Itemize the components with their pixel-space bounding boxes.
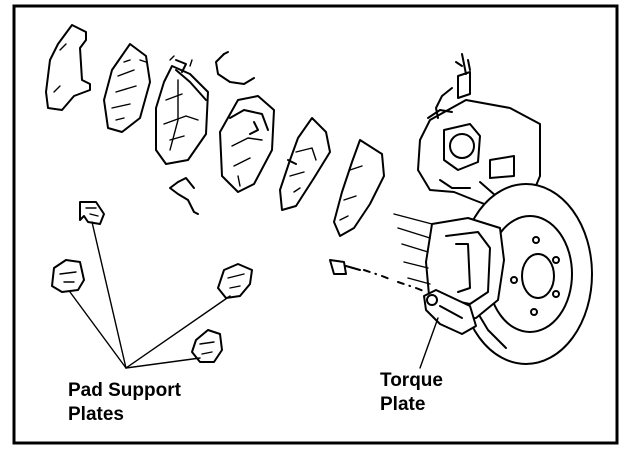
pad-wear-indicator-top xyxy=(215,51,255,85)
anti-squeal-shim-3 xyxy=(279,117,331,211)
pad-support-leader-lines xyxy=(69,221,231,369)
pad-support-plate-3 xyxy=(217,263,253,299)
caliper-bracket xyxy=(417,99,541,211)
anti-squeal-shim-inner xyxy=(103,43,151,133)
pad-support-plates-label-line1: Pad Support xyxy=(68,380,182,401)
torque-plate xyxy=(423,289,477,335)
diagram-frame xyxy=(12,4,619,445)
torque-plate-label-line1: Torque xyxy=(380,370,443,391)
outer-brake-pad xyxy=(155,55,209,165)
anti-squeal-shim-outer xyxy=(45,24,91,111)
pad-support-plate-2 xyxy=(51,259,85,293)
pad-wear-indicator-bottom xyxy=(169,177,199,215)
torque-plate-label-line2: Plate xyxy=(380,394,425,415)
inner-brake-pad xyxy=(219,95,275,193)
pad-support-plate-4 xyxy=(191,329,223,363)
mounting-bolt xyxy=(329,259,427,293)
anti-squeal-shim-4 xyxy=(333,139,385,237)
pad-support-plates-label-line2: Plates xyxy=(68,404,124,425)
bleeder-fitting xyxy=(435,53,471,119)
pad-support-plate-1 xyxy=(79,201,105,225)
torque-plate-leader-line xyxy=(419,317,439,369)
